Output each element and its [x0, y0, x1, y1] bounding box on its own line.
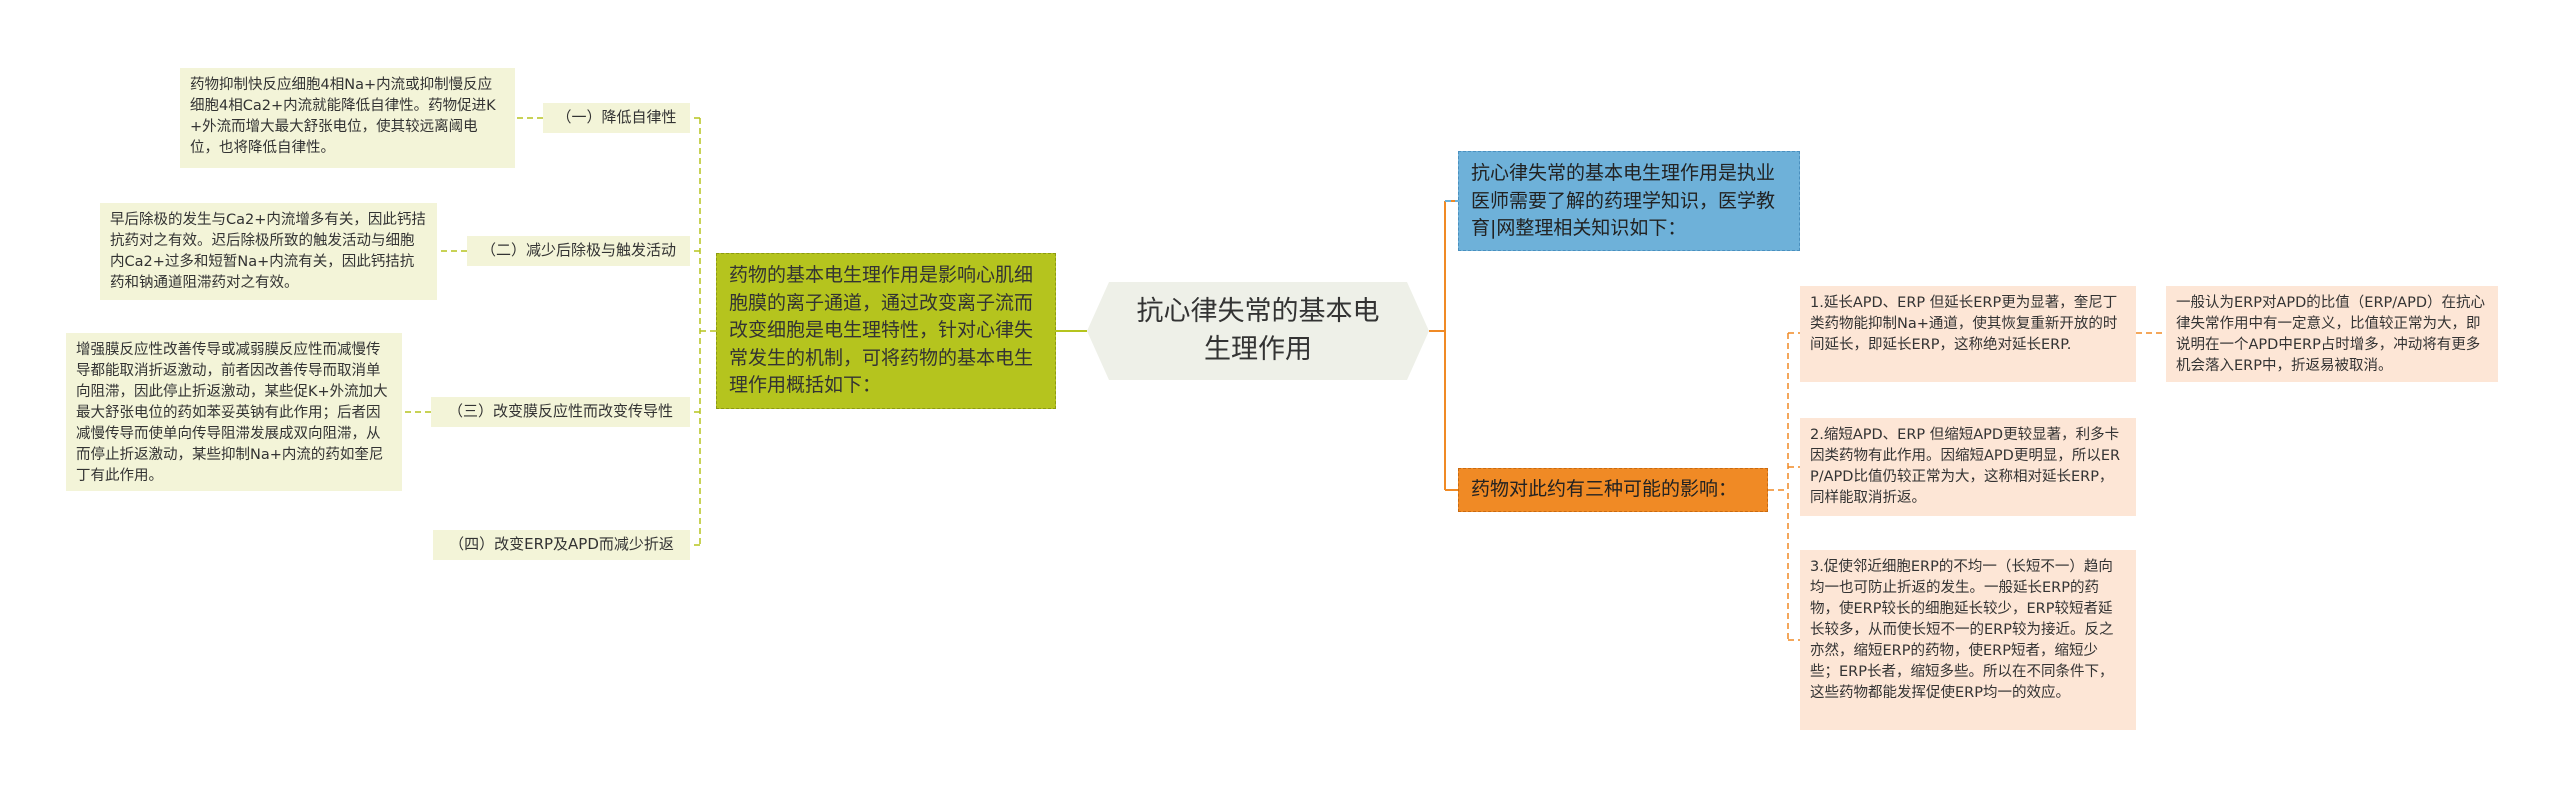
left-leaf-3[interactable]: 增强膜反应性改善传导或减弱膜反应性而减慢传导都能取消折返激动，前者因改善传导而取…: [66, 333, 402, 491]
connector-right-trunk: [1768, 333, 1789, 640]
left-branch-1[interactable]: （一）降低自律性: [543, 103, 690, 133]
right-item-2-text: 2.缩短APD、ERP 但缩短APD更较显著，利多卡因类药物有此作用。因缩短AP…: [1810, 427, 2121, 507]
right-item-2[interactable]: 2.缩短APD、ERP 但缩短APD更较显著，利多卡因类药物有此作用。因缩短AP…: [1800, 418, 2136, 516]
left-leaf-3-text: 增强膜反应性改善传导或减弱膜反应性而减慢传导都能取消折返激动，前者因改善传导而取…: [76, 342, 388, 485]
left-branch-2-label: （二）减少后除极与触发活动: [480, 241, 676, 260]
left-leaf-2[interactable]: 早后除极的发生与Ca2+内流增多有关，因此钙拮抗药对之有效。迟后除极所致的触发活…: [100, 203, 437, 300]
right-intro-topic[interactable]: 抗心律失常的基本电生理作用是执业医师需要了解的药理学知识，医学教育|网整理相关知…: [1458, 151, 1800, 251]
left-leaf-1[interactable]: 药物抑制快反应细胞4相Na+内流或抑制慢反应细胞4相Ca2+内流就能降低自律性。…: [180, 68, 515, 168]
left-leaf-1-text: 药物抑制快反应细胞4相Na+内流或抑制慢反应细胞4相Ca2+内流就能降低自律性。…: [190, 77, 496, 157]
connector-root-right: [1429, 200, 1458, 491]
left-main-topic[interactable]: 药物的基本电生理作用是影响心肌细胞膜的离子通道，通过改变离子流而改变细胞是电生理…: [716, 253, 1056, 409]
left-branch-2[interactable]: （二）减少后除极与触发活动: [467, 236, 690, 266]
root-topic-label: 抗心律失常的基本电生理作用: [1136, 296, 1380, 365]
right-item-3-text: 3.促使邻近细胞ERP的不均一（长短不一）趋向均一也可防止折返的发生。一般延长E…: [1810, 559, 2114, 702]
left-branch-3[interactable]: （三）改变膜反应性而改变传导性: [431, 397, 690, 427]
left-branch-3-label: （三）改变膜反应性而改变传导性: [447, 402, 673, 421]
right-item-1-note-text: 一般认为ERP对APD的比值（ERP/APD）在抗心律失常作用中有一定意义，比值…: [2176, 295, 2486, 375]
left-branch-4-label: （四）改变ERP及APD而减少折返: [449, 535, 674, 554]
left-branch-4[interactable]: （四）改变ERP及APD而减少折返: [433, 530, 690, 560]
right-intro-text: 抗心律失常的基本电生理作用是执业医师需要了解的药理学知识，医学教育|网整理相关知…: [1471, 162, 1776, 240]
right-item-1-text: 1.延长APD、ERP 但延长ERP更为显著，奎尼丁类药物能抑制Na+通道，使其…: [1810, 295, 2118, 354]
right-effects-topic[interactable]: 药物对此约有三种可能的影响：: [1458, 468, 1768, 512]
right-effects-label: 药物对此约有三种可能的影响：: [1471, 478, 1738, 501]
root-topic[interactable]: 抗心律失常的基本电生理作用: [1087, 282, 1429, 380]
right-item-1[interactable]: 1.延长APD、ERP 但延长ERP更为显著，奎尼丁类药物能抑制Na+通道，使其…: [1800, 286, 2136, 382]
right-item-3[interactable]: 3.促使邻近细胞ERP的不均一（长短不一）趋向均一也可防止折返的发生。一般延长E…: [1800, 550, 2136, 730]
connector-left-trunk: [699, 118, 716, 545]
left-main-text: 药物的基本电生理作用是影响心肌细胞膜的离子通道，通过改变离子流而改变细胞是电生理…: [729, 264, 1034, 397]
left-branch-1-label: （一）降低自律性: [556, 108, 677, 127]
right-item-1-note[interactable]: 一般认为ERP对APD的比值（ERP/APD）在抗心律失常作用中有一定意义，比值…: [2166, 286, 2498, 382]
left-leaf-2-text: 早后除极的发生与Ca2+内流增多有关，因此钙拮抗药对之有效。迟后除极所致的触发活…: [110, 212, 426, 292]
